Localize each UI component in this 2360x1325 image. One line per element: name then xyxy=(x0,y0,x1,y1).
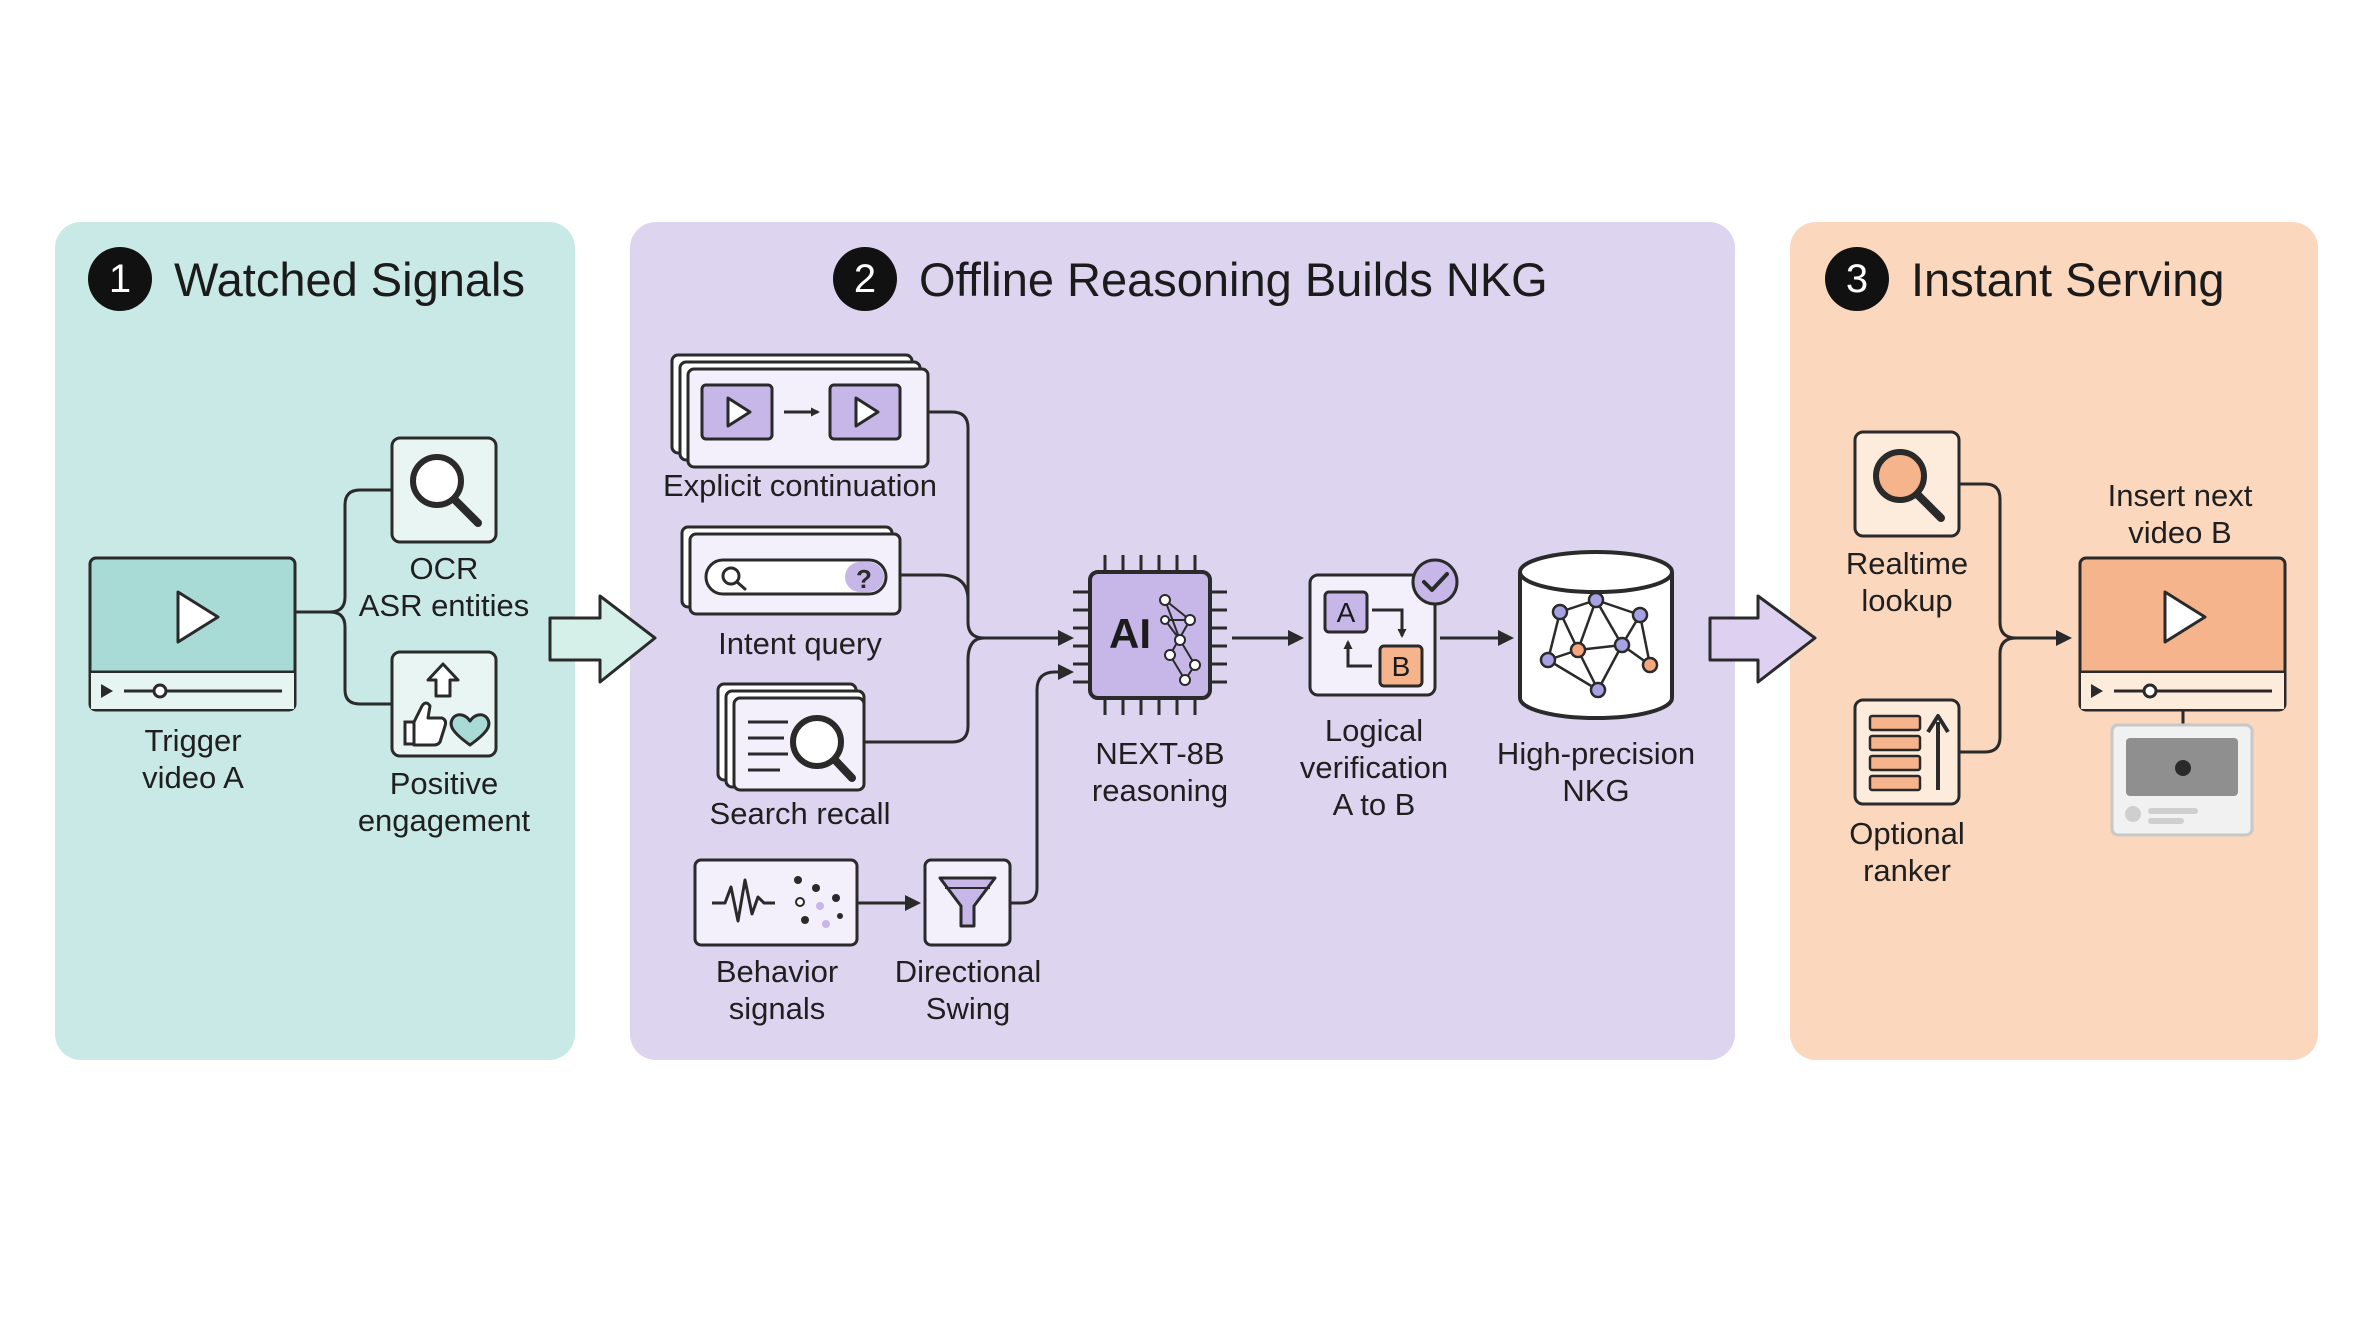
swing-label-line1: Directional xyxy=(894,954,1042,989)
verify-label-line1: Logical xyxy=(1324,713,1424,748)
explicit-continuation-icon xyxy=(670,353,930,469)
behavior-waveform-icon xyxy=(693,858,859,947)
engagement-label-line2: engagement xyxy=(357,803,531,838)
ocr-label: OCR ASR entities xyxy=(359,550,530,624)
panel3-number-badge: 3 xyxy=(1825,247,1889,311)
next-video-card-preview-icon xyxy=(2110,710,2254,837)
panel3-title: 3 Instant Serving xyxy=(1825,247,2225,311)
next8b-label-line2: reasoning xyxy=(1091,773,1229,808)
ranker-ranked-list-icon xyxy=(1853,698,1961,806)
realtime-label-line1: Realtime xyxy=(1845,546,1969,581)
nkg-graph-database-icon xyxy=(1518,550,1674,720)
engagement-label-line1: Positive xyxy=(389,766,499,801)
insert-label-line1: Insert next xyxy=(2107,478,2253,513)
verify-label-line2: verification xyxy=(1299,750,1449,785)
nkg-label: High-precision NKG xyxy=(1497,735,1695,809)
panel3-title-text: Instant Serving xyxy=(1911,252,2225,306)
ocr-label-line1: OCR xyxy=(409,551,479,586)
directional-swing-label: Directional Swing xyxy=(895,953,1041,1027)
verify-b-letter: B xyxy=(1392,651,1411,682)
insert-next-video-label: Insert next video B xyxy=(2108,477,2253,551)
behavior-label-line2: signals xyxy=(728,991,826,1026)
ocr-magnifier-icon xyxy=(390,436,498,544)
explicit-label-line1: Explicit continuation xyxy=(663,468,937,503)
explicit-continuation-label: Explicit continuation xyxy=(663,467,937,504)
panel1-title: 1 Watched Signals xyxy=(88,247,525,311)
search-recall-label: Search recall xyxy=(710,795,891,832)
swing-label-line2: Swing xyxy=(925,991,1011,1026)
intent-question-mark: ? xyxy=(856,564,872,594)
verify-a-letter: A xyxy=(1337,597,1356,628)
chip-ai-label: AI xyxy=(1109,610,1151,657)
stage2-connectors xyxy=(857,410,1514,911)
swing-funnel-icon xyxy=(923,858,1012,947)
optional-ranker-label: Optional ranker xyxy=(1849,815,1964,889)
trigger-label-line2: video A xyxy=(142,760,244,795)
intent-search-bar-icon: ? xyxy=(680,525,902,616)
panel2-title: 2 Offline Reasoning Builds NKG xyxy=(833,247,1548,311)
engagement-thumbs-heart-icon xyxy=(390,650,498,758)
panel2-number-badge: 2 xyxy=(833,247,897,311)
stage3-connectors xyxy=(1959,482,2072,754)
insert-label-line2: video B xyxy=(2128,515,2232,550)
engagement-label: Positive engagement xyxy=(358,765,530,839)
trigger-video-player-icon xyxy=(88,556,297,712)
verification-a-to-b-icon: A B xyxy=(1308,558,1459,697)
realtime-lookup-label: Realtime lookup xyxy=(1846,545,1968,619)
insert-video-player-icon xyxy=(2078,556,2287,712)
ocr-label-line2: ASR entities xyxy=(358,588,530,623)
panel2-title-text: Offline Reasoning Builds NKG xyxy=(919,252,1548,306)
trigger-video-label: Trigger video A xyxy=(142,722,244,796)
realtime-magnifier-icon xyxy=(1853,430,1961,538)
panel1-title-text: Watched Signals xyxy=(174,252,525,306)
behavior-label-line1: Behavior xyxy=(715,954,839,989)
stage1-connectors xyxy=(295,488,392,706)
trigger-label-line1: Trigger xyxy=(144,723,242,758)
next8b-label: NEXT-8B reasoning xyxy=(1092,735,1228,809)
search-recall-document-icon xyxy=(716,682,866,792)
next8b-ai-chip-icon: AI xyxy=(1073,555,1227,715)
intent-label-line1: Intent query xyxy=(718,626,882,661)
ranker-label-line1: Optional xyxy=(1849,816,1965,851)
verification-label: Logical verification A to B xyxy=(1300,712,1448,823)
panel-watched-signals xyxy=(55,222,575,1060)
intent-query-label: Intent query xyxy=(718,625,882,662)
realtime-label-line2: lookup xyxy=(1861,583,1953,618)
nkg-label-line1: High-precision xyxy=(1496,736,1696,771)
ranker-label-line2: ranker xyxy=(1863,853,1951,888)
flow-arrow-2-to-3 xyxy=(1708,594,1817,684)
verify-label-line3: A to B xyxy=(1332,787,1416,822)
flow-arrow-1-to-2 xyxy=(548,594,657,684)
panel1-number-badge: 1 xyxy=(88,247,152,311)
nkg-label-line2: NKG xyxy=(1562,773,1630,808)
next8b-label-line1: NEXT-8B xyxy=(1095,736,1225,771)
behavior-signals-label: Behavior signals xyxy=(716,953,838,1027)
search-label-line1: Search recall xyxy=(709,796,891,831)
